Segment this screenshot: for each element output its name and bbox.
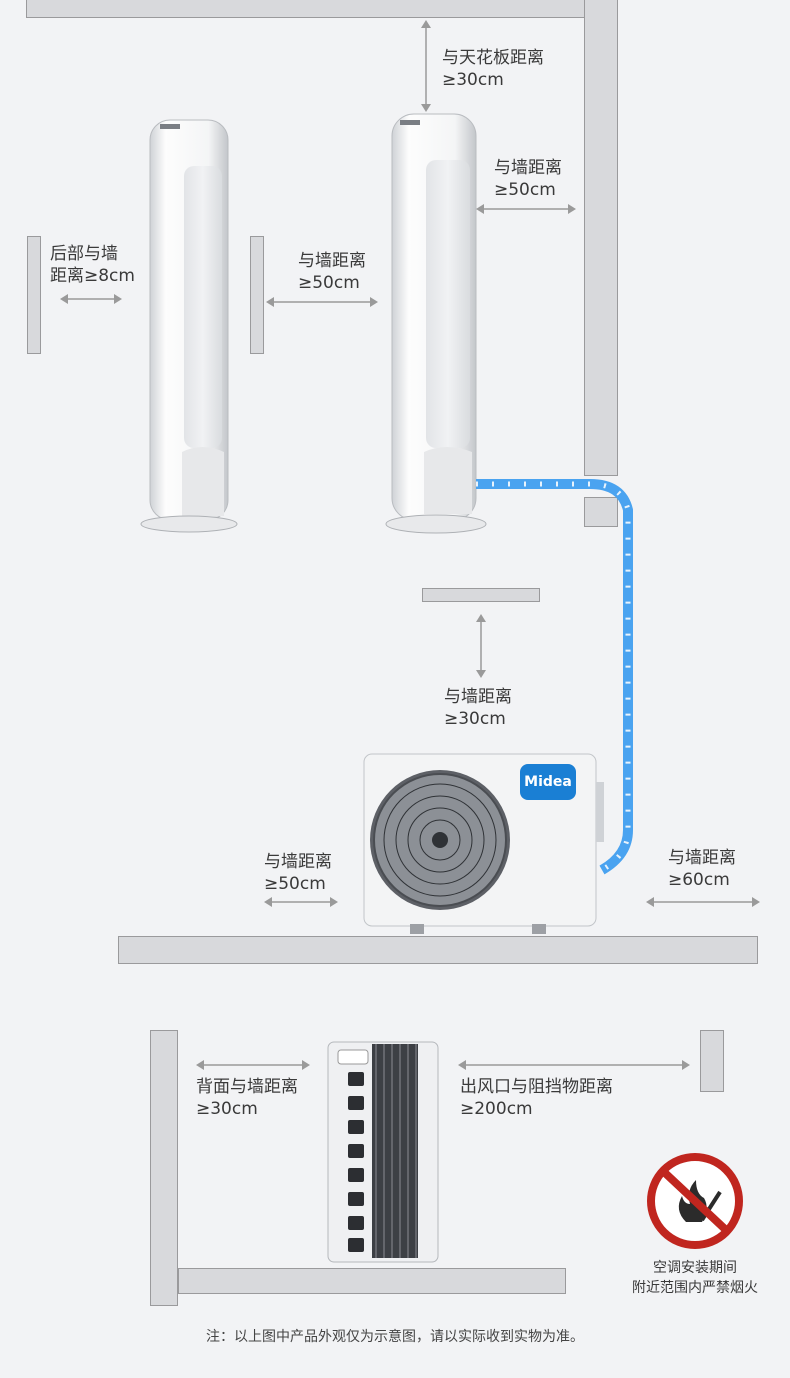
back-wall-arrow (196, 1060, 310, 1070)
middle-arrow (266, 297, 378, 307)
ceiling-wall (26, 0, 618, 18)
right-wall-lower (584, 497, 618, 527)
outdoor-floor (118, 936, 758, 964)
warning-text: 空调安装期间附近范围内严禁烟火 (632, 1260, 758, 1296)
outlet-arrow (458, 1060, 690, 1070)
footnote: 注：以上图中产品外观仅为示意图，请以实际收到实物为准。 (206, 1329, 584, 1345)
outdoor-unit: Midea (362, 752, 606, 936)
back-wall (150, 1030, 178, 1306)
rear-arrow (60, 294, 122, 304)
ceiling-arrow (421, 20, 431, 112)
outdoor-left-arrow (264, 897, 338, 907)
outdoor-top-wall (422, 588, 540, 602)
back-wall-label: 背面与墙距离≥30cm (196, 1077, 298, 1119)
no-fire-icon (646, 1152, 744, 1250)
outdoor-right-arrow (646, 897, 760, 907)
indoor-unit-left (138, 116, 238, 536)
indoor-unit-right (380, 110, 490, 536)
side-wall-right-label: 与墙距离≥50cm (494, 158, 562, 200)
outdoor-unit-side (326, 1040, 444, 1266)
brand-name: Midea (524, 774, 572, 790)
bottom-wall (178, 1268, 566, 1294)
right-side-arrow (476, 204, 576, 214)
side-wall-left-label: 与墙距离≥50cm (298, 251, 366, 293)
side-wall-stub (250, 236, 264, 354)
rear-wall-stub (27, 236, 41, 354)
outdoor-left-label: 与墙距离≥50cm (264, 852, 332, 894)
brand-badge: Midea (520, 764, 576, 800)
right-wall (584, 0, 618, 476)
outdoor-top-arrow (476, 614, 486, 678)
rear-wall-label: 后部与墙距离≥8cm (50, 244, 135, 286)
refrigerant-pipe (476, 479, 633, 875)
obstacle-wall (700, 1030, 724, 1092)
ceiling-label: 与天花板距离≥30cm (442, 48, 544, 90)
outdoor-right-label: 与墙距离≥60cm (668, 848, 736, 890)
outdoor-top-label: 与墙距离≥30cm (444, 687, 512, 729)
outlet-label: 出风口与阻挡物距离≥200cm (460, 1077, 613, 1119)
